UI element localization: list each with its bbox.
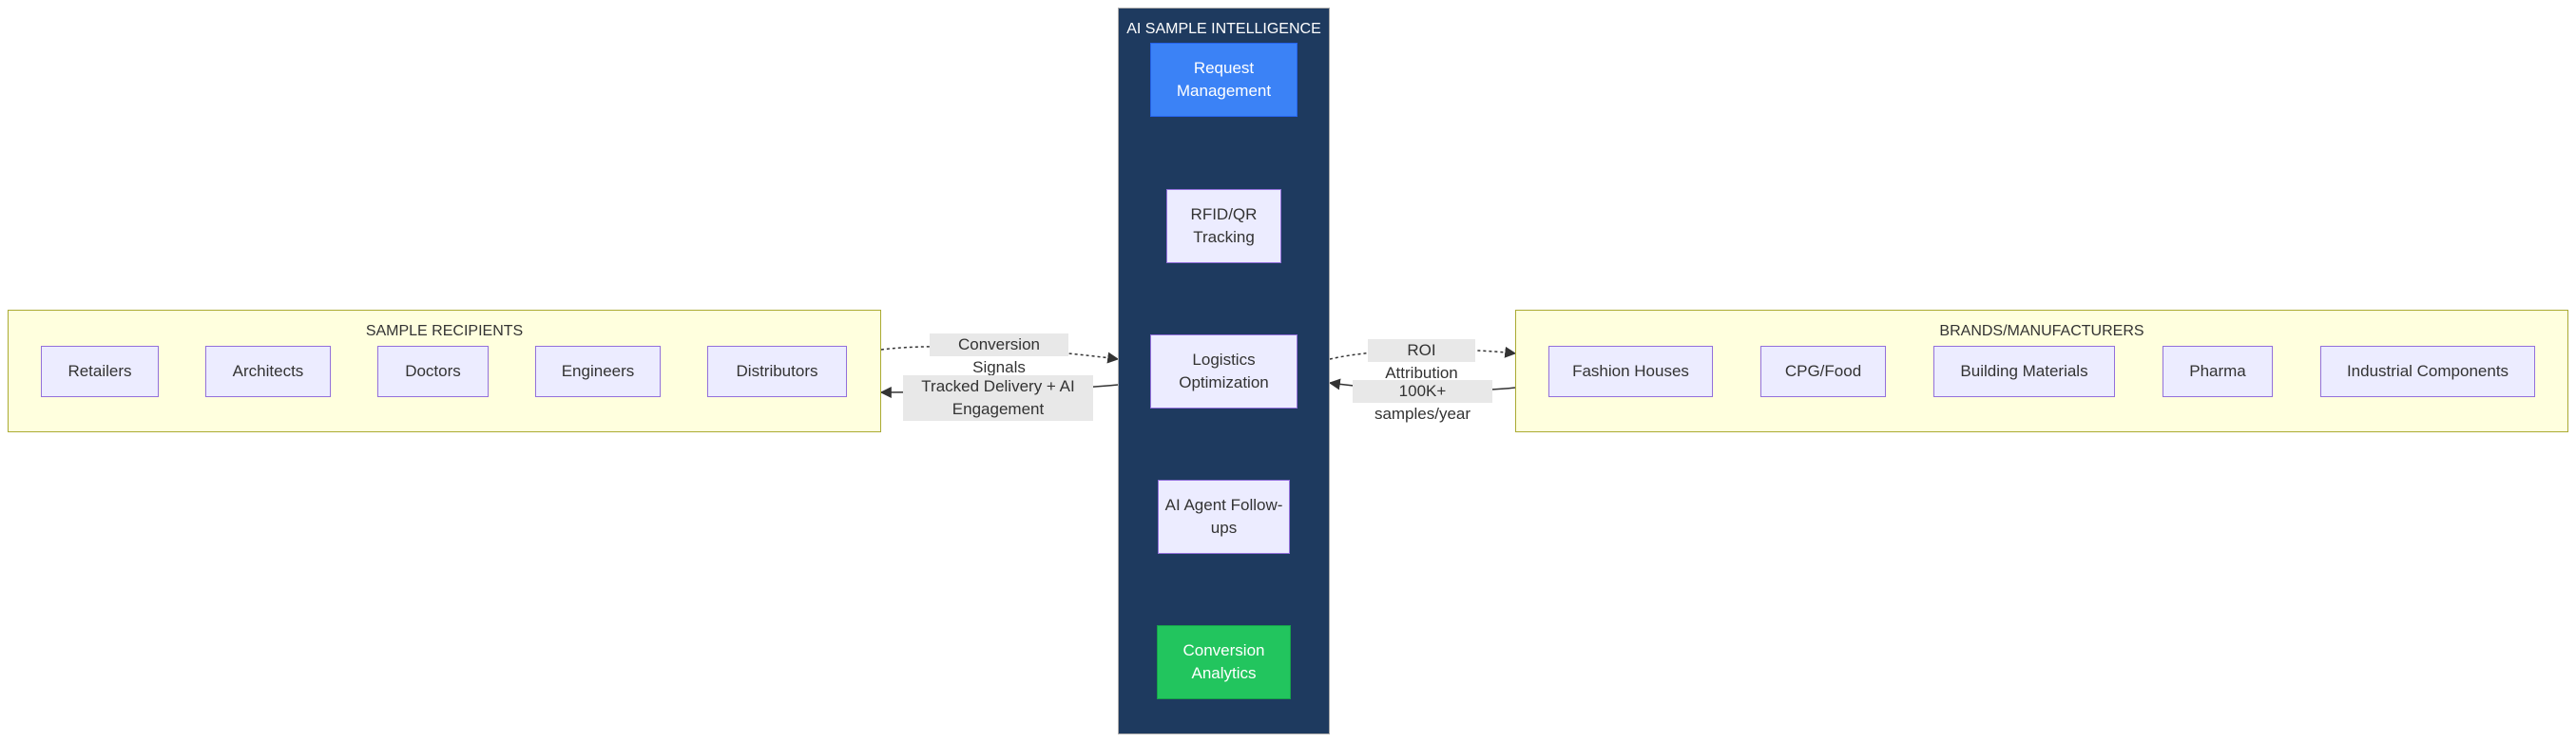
node-architects[interactable]: Architects [205, 346, 331, 397]
node-industrial-components[interactable]: Industrial Components [2320, 346, 2535, 397]
node-ai-agent-follow-ups[interactable]: AI Agent Follow-ups [1158, 480, 1290, 554]
node-fashion-houses[interactable]: Fashion Houses [1548, 346, 1713, 397]
edge-conversion-signals [880, 346, 1120, 364]
brands-cluster-title: BRANDS/MANUFACTURERS [1939, 323, 2144, 339]
node-request-management[interactable]: Request Management [1150, 43, 1298, 117]
edge-label-roi-attribution: ROI Attribution [1368, 339, 1475, 382]
edge-label-conversion-signals: Conversion Signals [930, 333, 1068, 376]
node-cpg-food[interactable]: CPG/Food [1760, 346, 1886, 397]
node-building-materials[interactable]: Building Materials [1933, 346, 2115, 397]
recipients-cluster-title: SAMPLE RECIPIENTS [365, 323, 524, 339]
node-rfid-qr-tracking[interactable]: RFID/QR Tracking [1166, 189, 1281, 263]
edge-label-tracked-delivery: Tracked Delivery + AI Engagement [903, 375, 1093, 421]
node-doctors[interactable]: Doctors [377, 346, 489, 397]
node-retailers[interactable]: Retailers [41, 346, 159, 397]
node-pharma[interactable]: Pharma [2163, 346, 2273, 397]
node-conversion-analytics[interactable]: Conversion Analytics [1157, 625, 1291, 699]
edge-label-samples-per-year: 100K+ samples/year [1353, 380, 1492, 423]
node-distributors[interactable]: Distributors [707, 346, 847, 397]
node-engineers[interactable]: Engineers [535, 346, 661, 397]
node-logistics-optimization[interactable]: Logistics Optimization [1150, 334, 1298, 409]
